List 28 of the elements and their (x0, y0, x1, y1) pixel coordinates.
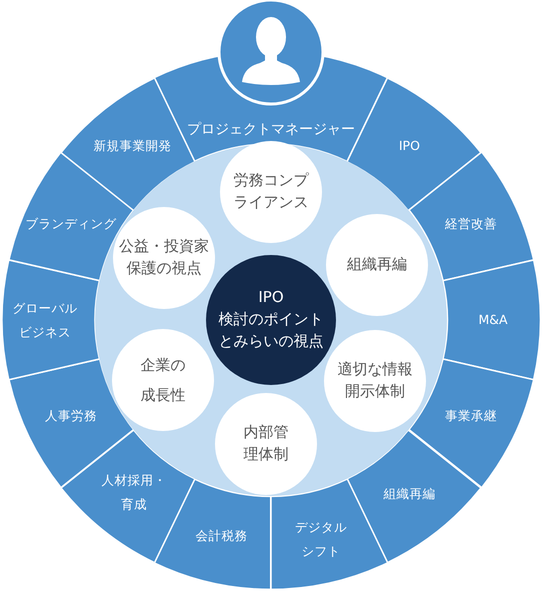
topic-label: 労務コンプライアンス (232, 170, 310, 213)
topic-label: 組織再編 (347, 254, 407, 276)
segment-label: M&A (478, 311, 508, 330)
segment-label: 人材採用・育成 (100, 471, 168, 513)
ring-segment (347, 78, 482, 210)
topic-label: 適切な情報開示体制 (336, 359, 414, 402)
segment-label: プロジェクトマネージャー (186, 120, 355, 140)
ring-segment (408, 152, 534, 281)
segment-label: 人事労務 (44, 407, 97, 426)
segment-label: 組織再編 (383, 484, 436, 503)
topic-label: 検討のポイントとみらいの視点 (218, 309, 324, 352)
segment-label: IPO (398, 138, 420, 156)
segment-label: 経営改善 (445, 214, 497, 233)
segment-label: デジタルシフト (294, 518, 348, 560)
ring-segment (347, 430, 482, 562)
segment-label: 新規事業開発 (94, 138, 172, 156)
ring-segment (154, 478, 271, 589)
topic-label: 内部管理体制 (242, 422, 290, 465)
ring-segment (442, 260, 540, 380)
segment-label: ブランディング (25, 214, 116, 233)
segment-label: 会計税務 (196, 528, 248, 546)
ring-segment (2, 260, 100, 380)
center-heading: IPO (258, 287, 284, 308)
topic-label: 企業の成長性 (140, 355, 186, 406)
segment-label: グローバルビジネス (12, 299, 78, 341)
segment-label: 事業承継 (445, 407, 497, 426)
ring-segment (60, 430, 195, 562)
topic-label: 公益・投資家保護の視点 (118, 236, 210, 279)
